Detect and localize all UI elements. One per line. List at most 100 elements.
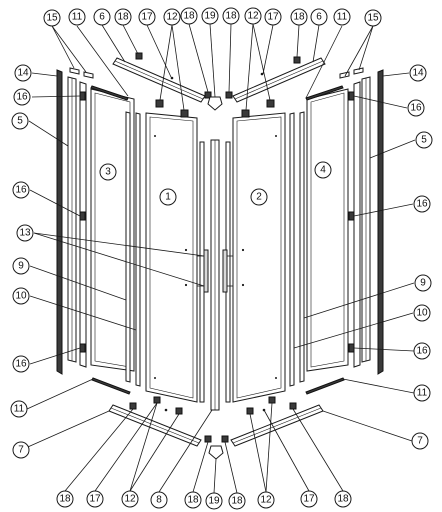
callout-label: 18 (59, 494, 71, 505)
callout-16-right-top: 16 (407, 99, 425, 117)
callout-18-top-3: 18 (222, 7, 240, 25)
callout-label: 17 (267, 12, 279, 23)
callout-12-top-right: 12 (244, 7, 262, 25)
callout-16-left-mid: 16 (12, 181, 30, 199)
callout-16-right-bottom: 16 (413, 342, 431, 360)
callout-18-top-2: 18 (180, 7, 198, 25)
callout-16-left-top: 16 (13, 88, 31, 106)
callout-label: 14 (412, 68, 424, 79)
callout-label: 13 (19, 228, 31, 239)
callout-17-bottom-left: 17 (86, 490, 104, 508)
top-rail-6-right (232, 57, 326, 103)
callout-14-right: 14 (409, 64, 427, 82)
callout-label: 15 (46, 13, 58, 24)
callout-label: 12 (247, 11, 259, 22)
callout-4: 4 (314, 161, 332, 179)
callouts: 1 2 3 4 5 5 6 6 7 7 8 9 9 10 10 11 11 11… (10, 7, 433, 510)
callout-label: 11 (72, 12, 83, 23)
callout-15-right: 15 (364, 9, 382, 27)
callout-label: 12 (166, 12, 178, 23)
callout-label: 17 (303, 494, 315, 505)
callout-label: 18 (337, 494, 349, 505)
callout-12-bottom-left: 12 (121, 490, 139, 508)
callout-13: 13 (16, 224, 34, 242)
callout-label: 18 (225, 11, 237, 22)
callout-6-left: 6 (93, 8, 111, 26)
callout-label: 16 (15, 359, 27, 370)
connector-18-top (135, 52, 301, 99)
callout-9-left: 9 (12, 257, 30, 275)
callout-8: 8 (150, 491, 168, 509)
callout-18-bottom-3: 18 (228, 492, 246, 510)
profile-8-center-seal (210, 139, 220, 411)
bottom-rail-7-right (230, 404, 324, 447)
callout-15-left: 15 (43, 9, 61, 27)
callout-label: 16 (410, 103, 422, 114)
callout-3: 3 (99, 163, 117, 181)
callout-label: 16 (16, 92, 28, 103)
callout-label: 17 (89, 494, 101, 505)
callout-14-left: 14 (14, 64, 32, 82)
callout-16-right-mid: 16 (413, 195, 431, 213)
callout-label: 10 (15, 291, 27, 302)
profile-9-left (125, 111, 131, 383)
profile-9-right (299, 111, 305, 383)
callout-12-top-left: 12 (163, 8, 181, 26)
callout-label: 6 (99, 12, 105, 23)
callout-label: 16 (416, 199, 428, 210)
callout-label: 19 (208, 496, 220, 507)
callout-2: 2 (250, 188, 268, 206)
profile-10-right (289, 112, 295, 387)
callout-label: 9 (18, 261, 24, 272)
bottom-guide-11-left (91, 377, 131, 395)
callout-1: 1 (159, 188, 177, 206)
handle-13-right (222, 249, 233, 293)
callout-18-bottom-1: 18 (56, 490, 74, 508)
profile-14-wall-left (56, 69, 63, 375)
callout-18-bottom-2: 18 (184, 491, 202, 509)
bottom-rail-7-left (108, 404, 202, 447)
roller-12-bottom-right (246, 396, 276, 415)
leader-lines (20, 23, 416, 494)
corner-19-bottom (208, 445, 224, 460)
callout-label: 5 (421, 135, 427, 146)
clip-16-right (348, 91, 355, 353)
callout-7-right: 7 (411, 432, 429, 450)
seal-strip-right-door (225, 141, 231, 403)
callout-label: 16 (15, 185, 27, 196)
callout-label: 18 (183, 11, 195, 22)
callout-label: 11 (337, 12, 348, 23)
callout-label: 18 (117, 12, 129, 23)
callout-label: 17 (141, 12, 153, 23)
callout-label: 11 (417, 388, 428, 399)
callout-label: 4 (320, 165, 326, 176)
callout-label: 3 (105, 167, 111, 178)
callout-label: 10 (416, 308, 428, 319)
callout-11-bottom-left: 11 (10, 400, 28, 418)
profile-10-left (135, 112, 141, 387)
callout-label: 11 (14, 404, 25, 415)
callout-label: 2 (256, 192, 262, 203)
callout-12-bottom-right: 12 (257, 491, 275, 509)
callout-18-top-1: 18 (114, 8, 132, 26)
callout-11-top-left: 11 (68, 8, 86, 26)
callout-19-bottom: 19 (205, 492, 223, 510)
seal-strip-left-door (199, 141, 205, 403)
roller-12-top-right (241, 99, 275, 118)
panel-1-door-left (145, 112, 198, 403)
callout-label: 8 (156, 495, 162, 506)
callout-label: 18 (187, 495, 199, 506)
callout-16-left-bottom: 16 (12, 355, 30, 373)
panel-4-fixed-right (306, 88, 349, 372)
callout-label: 12 (124, 494, 136, 505)
callout-17-bottom-right: 17 (300, 490, 318, 508)
callout-18-bottom-4: 18 (334, 490, 352, 508)
callout-label: 7 (417, 436, 423, 447)
callout-label: 18 (293, 12, 305, 23)
callout-11-top-right: 11 (333, 8, 351, 26)
profile-5-left (67, 76, 77, 363)
callout-label: 5 (17, 116, 23, 127)
top-rail-6-left (112, 57, 206, 103)
